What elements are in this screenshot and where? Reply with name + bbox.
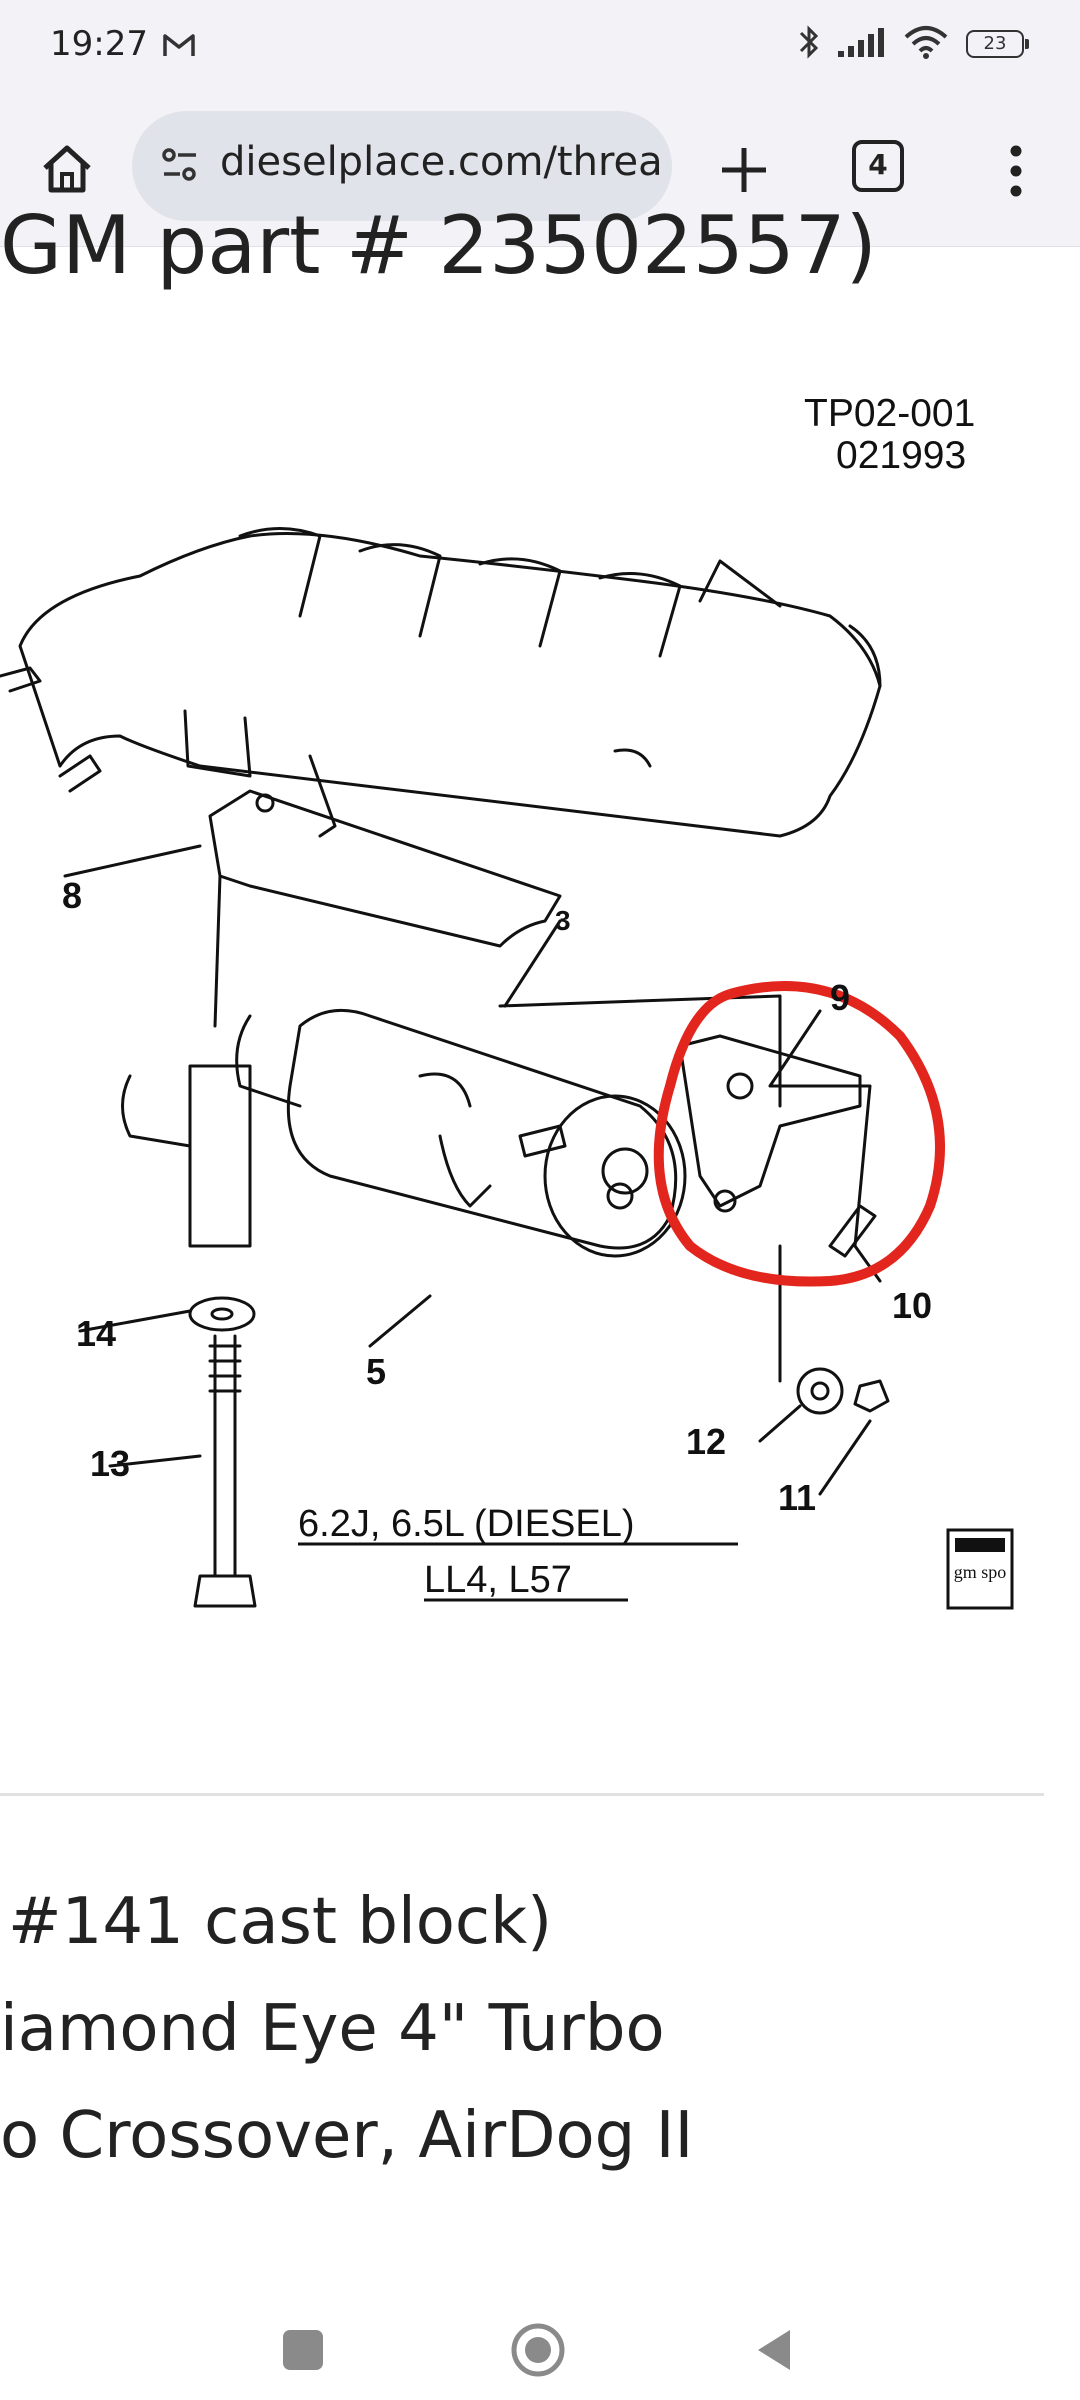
heading-fragment: GM part # 23502557): [0, 199, 877, 292]
gmail-icon: [162, 32, 196, 62]
callout-8: 8: [62, 875, 82, 916]
gm-spo-logo: gm spo: [946, 1528, 1014, 1610]
system-nav-bar: [0, 2290, 1080, 2400]
more-vert-icon[interactable]: [996, 134, 1036, 208]
callout-3: 3: [555, 905, 571, 936]
status-bar: 19:27 23: [0, 0, 1080, 96]
diagram-caption-2: LL4, L57: [424, 1559, 572, 1601]
callout-14: 14: [76, 1313, 116, 1354]
post-text-line-3: o Crossover, AirDog II: [0, 2099, 694, 2173]
callout-12: 12: [686, 1421, 726, 1462]
bracket-8: [208, 789, 562, 948]
signal-icon: [838, 27, 886, 61]
browser-toolbar: dieselplace.com/threa 4: [0, 96, 1080, 247]
highlight-circle: [653, 981, 945, 1287]
svg-text:gm spo: gm spo: [954, 1562, 1007, 1582]
callout-9: 9: [830, 977, 850, 1018]
home-circle-icon[interactable]: [510, 2322, 566, 2378]
battery-indicator: 23: [966, 30, 1029, 58]
address-bar[interactable]: dieselplace.com/threa: [132, 111, 672, 221]
bluetooth-icon: [798, 24, 820, 64]
bracket-9: [678, 1034, 862, 1208]
diagram-date: 021993: [836, 434, 966, 477]
plus-icon[interactable]: [706, 132, 782, 208]
callout-5: 5: [366, 1351, 386, 1392]
callout-11: 11: [778, 1477, 816, 1518]
recent-apps-icon[interactable]: [283, 2330, 323, 2370]
content-divider: [0, 1793, 1044, 1796]
diagram-caption-1: 6.2J, 6.5L (DIESEL): [298, 1503, 635, 1545]
wifi-icon: [904, 25, 948, 63]
home-icon[interactable]: [30, 132, 104, 206]
status-time: 19:27: [50, 24, 148, 64]
manifold-outline: [18, 532, 882, 838]
back-icon[interactable]: [754, 2326, 794, 2374]
diagram-code: TP02-001: [804, 392, 975, 435]
starter-diagram: TP02-001 021993 8 9 10 11 12 13 14 5 3 6…: [0, 392, 1014, 1610]
post-text-line-1: #141 cast block): [8, 1885, 553, 1959]
starter-body: [286, 1008, 678, 1250]
post-text-line-2: iamond Eye 4" Turbo: [0, 1992, 665, 2066]
tune-icon[interactable]: [160, 145, 200, 189]
tab-switcher-button[interactable]: 4: [852, 140, 904, 192]
url-text[interactable]: dieselplace.com/threa: [220, 139, 663, 185]
callout-10: 10: [892, 1285, 932, 1326]
callout-13: 13: [90, 1443, 130, 1484]
